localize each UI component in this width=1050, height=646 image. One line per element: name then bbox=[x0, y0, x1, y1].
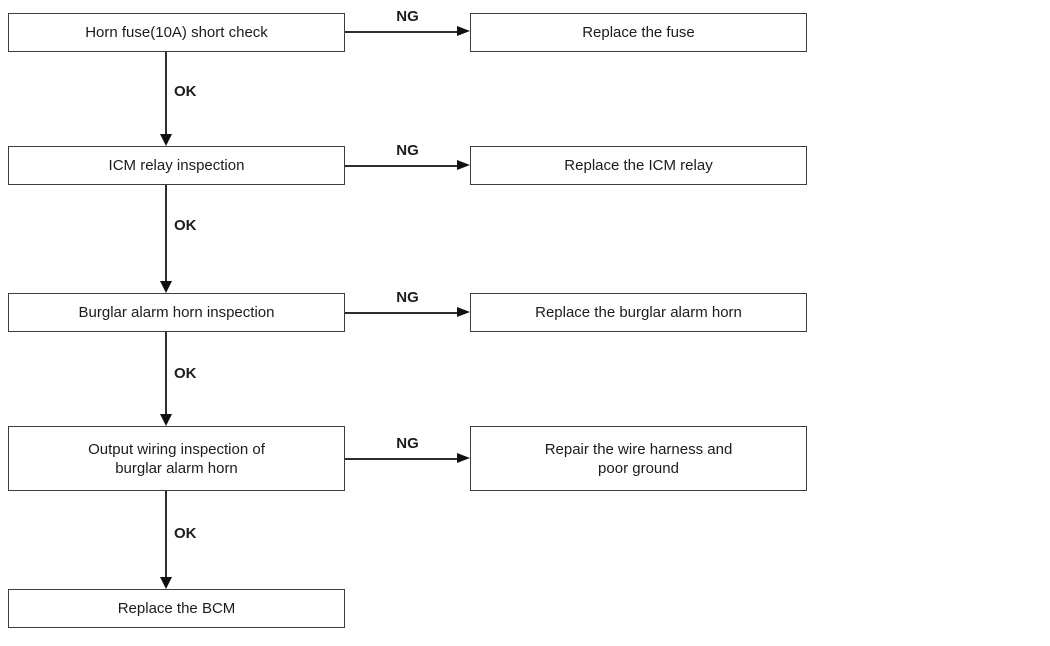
arrow-right-icon bbox=[457, 26, 470, 36]
arrow-down-icon bbox=[160, 134, 172, 146]
action-label: Replace the fuse bbox=[582, 24, 695, 41]
step-label: Replace the BCM bbox=[117, 600, 236, 617]
arrow-right-icon bbox=[457, 453, 470, 463]
action-box-replace-fuse: Replace the fuse bbox=[470, 13, 807, 52]
step-label-line1: Output wiring inspection of bbox=[88, 440, 265, 458]
arrow-down-icon bbox=[160, 577, 172, 589]
arrow-right-icon bbox=[457, 160, 470, 170]
ok-label-3: OK bbox=[174, 365, 197, 382]
step-box-output-wiring-inspection: Output wiring inspection of burglar alar… bbox=[8, 426, 345, 491]
ok-connector-line-3 bbox=[165, 332, 167, 414]
ok-label-1: OK bbox=[174, 83, 197, 100]
step-box-burglar-alarm-horn-inspection: Burglar alarm horn inspection bbox=[8, 293, 345, 332]
ng-label-4: NG bbox=[396, 435, 419, 452]
action-label: Replace the ICM relay bbox=[564, 157, 713, 174]
action-box-replace-burglar-alarm-horn: Replace the burglar alarm horn bbox=[470, 293, 807, 332]
step-box-icm-relay-inspection: ICM relay inspection bbox=[8, 146, 345, 185]
action-box-replace-icm-relay: Replace the ICM relay bbox=[470, 146, 807, 185]
action-label-line1: Repair the wire harness and bbox=[544, 440, 733, 458]
ng-connector-line-2 bbox=[345, 165, 459, 167]
ng-label-2: NG bbox=[396, 142, 419, 159]
action-box-repair-wire-harness: Repair the wire harness and poor ground bbox=[470, 426, 807, 491]
ok-connector-line-1 bbox=[165, 52, 167, 136]
ok-label-2: OK bbox=[174, 217, 197, 234]
ok-connector-line-2 bbox=[165, 185, 167, 281]
step-box-replace-bcm: Replace the BCM bbox=[8, 589, 345, 628]
ng-connector-line-3 bbox=[345, 312, 459, 314]
ng-connector-line-4 bbox=[345, 458, 459, 460]
ok-label-4: OK bbox=[174, 525, 197, 542]
arrow-down-icon bbox=[160, 281, 172, 293]
ng-connector-line-1 bbox=[345, 31, 459, 33]
arrow-right-icon bbox=[457, 307, 470, 317]
ok-connector-line-4 bbox=[165, 491, 167, 577]
step-label-line2: burglar alarm horn bbox=[115, 459, 238, 477]
ng-label-3: NG bbox=[396, 289, 419, 306]
step-label: Burglar alarm horn inspection bbox=[78, 304, 275, 321]
step-label: ICM relay inspection bbox=[108, 157, 245, 174]
action-label-line2: poor ground bbox=[598, 459, 679, 477]
action-label: Replace the burglar alarm horn bbox=[535, 304, 742, 321]
ng-label-1: NG bbox=[396, 8, 419, 25]
arrow-down-icon bbox=[160, 414, 172, 426]
step-box-horn-fuse-check: Horn fuse(10A) short check bbox=[8, 13, 345, 52]
step-label: Horn fuse(10A) short check bbox=[85, 24, 268, 41]
